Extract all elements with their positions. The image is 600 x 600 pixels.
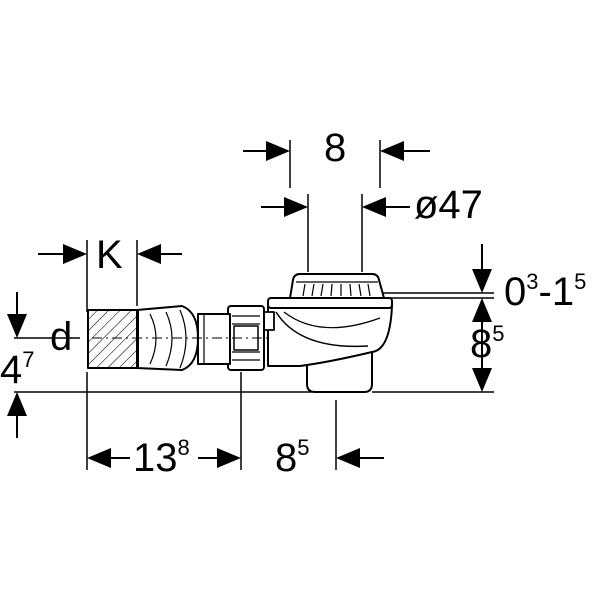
bottom-right-label: 85 <box>275 435 310 480</box>
bowl-contour <box>275 311 369 348</box>
arrow-down-icon <box>472 368 492 392</box>
bowl-contour <box>283 311 381 329</box>
k-dimension: K <box>38 233 182 312</box>
grate-range-label: 03-15 <box>504 269 586 314</box>
arrow-left-icon <box>137 244 161 264</box>
arrow-left-icon <box>380 141 404 161</box>
hatched-pipe-end <box>87 309 139 369</box>
k-label: K <box>96 233 123 277</box>
left-height-dimension: 47 d <box>0 292 312 438</box>
arrow-left-icon <box>336 448 360 468</box>
left-height-label: 47 <box>0 347 35 392</box>
arrow-left-icon <box>87 448 111 468</box>
arrow-right-icon <box>266 141 290 161</box>
d-label: d <box>50 315 72 359</box>
arrow-right-icon <box>63 244 87 264</box>
bottom-dimensions: 138 85 <box>86 372 384 480</box>
arrow-right-icon <box>217 448 241 468</box>
diameter-label: ø47 <box>414 183 483 227</box>
diameter-dimension: ø47 <box>261 183 483 272</box>
right-height-dimension: 03-15 85 <box>372 244 586 393</box>
bottom-left-label: 138 <box>133 435 190 480</box>
grate-slots <box>302 283 371 297</box>
arrow-right-icon <box>284 197 308 217</box>
drain-bowl <box>267 305 393 367</box>
arrow-up-icon <box>472 298 492 322</box>
arrow-up-icon <box>7 392 27 416</box>
top-width-label: 8 <box>324 126 346 170</box>
right-height-label: 85 <box>470 321 505 366</box>
arrow-left-icon <box>362 197 386 217</box>
arrow-down-icon <box>7 314 27 338</box>
drain-body <box>87 273 393 393</box>
arrow-down-icon <box>472 269 492 293</box>
drain-flange <box>267 297 393 309</box>
pipe-segment <box>197 313 231 365</box>
top-width-dimension: 8 <box>243 126 430 188</box>
